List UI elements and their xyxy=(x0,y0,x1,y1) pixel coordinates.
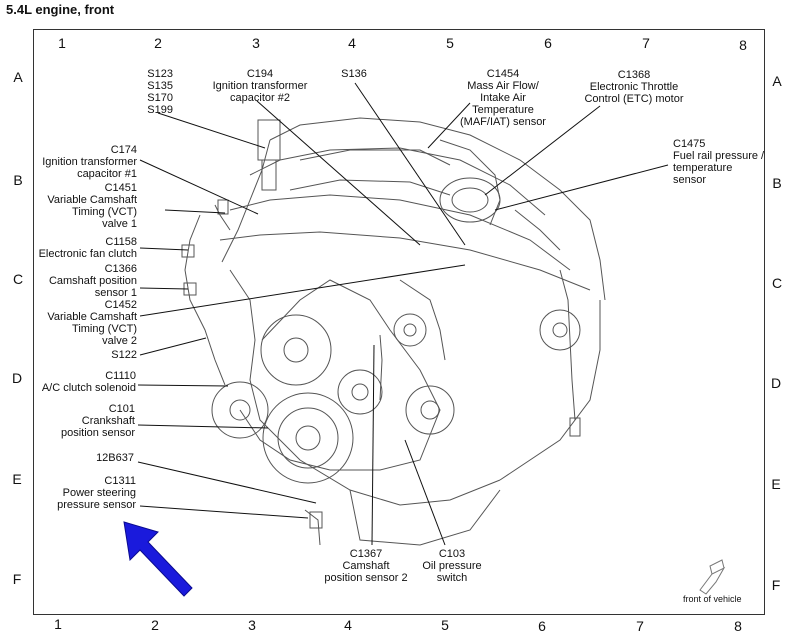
label-c1475: C1475 Fuel rail pressure / temperature s… xyxy=(673,138,765,186)
leader-c103 xyxy=(404,439,446,546)
label-c1311: C1311 Power steering pressure sensor xyxy=(57,475,136,511)
column-number-top: 4 xyxy=(348,35,356,51)
leader-c1110 xyxy=(137,384,229,387)
row-letter-left: E xyxy=(12,471,22,487)
label-12b637: 12B637 xyxy=(96,452,134,464)
leader-c1367 xyxy=(371,344,375,546)
label-c1110: C1110 A/C clutch solenoid xyxy=(41,370,136,394)
label-s123-s135-s170-s199: S123 S135 S170 S199 xyxy=(147,68,173,116)
leader-c1454 xyxy=(427,102,471,149)
row-letter-left: D xyxy=(11,370,23,386)
row-letter-right: B xyxy=(772,175,782,191)
label-c1367: C1367 Camshaft position sensor 2 xyxy=(324,548,408,584)
label-c174: C174 Ignition transformer capacitor #1 xyxy=(42,144,137,180)
leader-c1158 xyxy=(139,247,189,251)
column-number-top: 7 xyxy=(642,35,650,51)
leader-c194 xyxy=(256,100,421,246)
leader-c1368 xyxy=(484,105,601,196)
column-number-bottom: 1 xyxy=(54,616,62,632)
label-c103: C103 Oil pressure switch xyxy=(422,548,482,584)
row-letter-left: F xyxy=(12,571,22,587)
column-number-top: 2 xyxy=(154,35,162,51)
label-s136: S136 xyxy=(341,68,367,80)
column-number-top: 8 xyxy=(739,37,747,53)
column-number-bottom: 8 xyxy=(734,618,742,634)
leader-s123 xyxy=(157,112,266,149)
row-letter-right: A xyxy=(772,73,782,89)
column-number-bottom: 6 xyxy=(538,618,546,634)
label-s122: S122 xyxy=(111,349,137,361)
column-number-bottom: 7 xyxy=(636,618,644,634)
row-letter-right: E xyxy=(771,476,781,492)
leader-c1311 xyxy=(139,505,309,519)
engine-outline xyxy=(181,117,606,546)
leader-c174 xyxy=(139,159,259,215)
row-letter-right: F xyxy=(771,577,781,593)
leader-c101 xyxy=(137,424,269,429)
diagram-frame xyxy=(33,29,765,615)
row-letter-left: A xyxy=(13,69,23,85)
front-of-vehicle-label: front of vehicle xyxy=(683,594,742,604)
column-number-top: 3 xyxy=(252,35,260,51)
front-of-vehicle-arrow-icon xyxy=(699,559,726,595)
column-number-bottom: 4 xyxy=(344,617,352,633)
leader-12b637 xyxy=(137,461,317,504)
leader-lines xyxy=(137,82,669,546)
column-number-bottom: 2 xyxy=(151,617,159,633)
label-c1454: C1454 Mass Air Flow/ Intake Air Temperat… xyxy=(460,68,546,128)
leader-c1452 xyxy=(139,264,466,317)
column-number-top: 1 xyxy=(58,35,66,51)
label-c1366: C1366 Camshaft position sensor 1 xyxy=(48,263,137,299)
column-number-bottom: 5 xyxy=(441,617,449,633)
label-c1368: C1368 Electronic Throttle Control (ETC) … xyxy=(584,69,684,105)
label-c101: C101 Crankshaft position sensor xyxy=(61,403,135,439)
column-number-top: 5 xyxy=(446,35,454,51)
leader-s122 xyxy=(139,337,207,356)
row-letter-left: B xyxy=(13,172,23,188)
row-letter-left: C xyxy=(12,271,24,287)
leader-c1475 xyxy=(494,164,669,211)
label-c1451: C1451 Variable Camshaft Timing (VCT) val… xyxy=(47,182,137,230)
label-c1452: C1452 Variable Camshaft Timing (VCT) val… xyxy=(47,299,137,347)
row-letter-right: C xyxy=(771,275,783,291)
row-letter-right: D xyxy=(770,375,782,391)
label-c194: C194 Ignition transformer capacitor #2 xyxy=(212,68,308,104)
blue-arrow-icon xyxy=(123,521,193,597)
label-c1158: C1158 Electronic fan clutch xyxy=(38,236,137,260)
leader-c1366 xyxy=(139,287,189,290)
column-number-top: 6 xyxy=(544,35,552,51)
page-title: 5.4L engine, front xyxy=(6,2,115,17)
leader-s136 xyxy=(354,82,466,246)
column-number-bottom: 3 xyxy=(248,617,256,633)
leader-c1451 xyxy=(164,209,226,214)
